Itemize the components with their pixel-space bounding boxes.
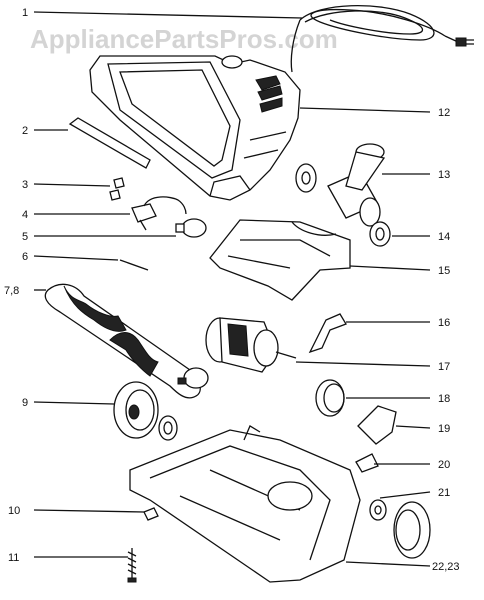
callout-11: 11 (8, 552, 19, 564)
callout-9: 9 (22, 397, 28, 409)
bumper-strip (68, 117, 151, 169)
brushroll (44, 283, 209, 399)
callout-18: 18 (438, 393, 450, 405)
pin-rod (119, 259, 149, 271)
callout-1: 1 (22, 7, 28, 19)
top-hood (89, 55, 301, 201)
callout-15: 15 (438, 265, 450, 277)
callout-16: 16 (438, 317, 450, 329)
callout-12: 12 (438, 107, 450, 119)
switch-assembly (131, 196, 187, 231)
small-fastener (143, 507, 159, 521)
rear-wheel (393, 501, 431, 559)
nozzle-connector (295, 143, 391, 247)
callout-labels: 1 2 3 4 5 6 7,8 9 10 11 12 13 14 15 16 1… (4, 7, 460, 573)
callout-7-8: 7,8 (4, 285, 19, 297)
washer (369, 499, 387, 521)
callout-14: 14 (438, 231, 450, 243)
callout-6: 6 (22, 251, 28, 263)
watermark-text: AppliancePartsPros.com (30, 24, 338, 54)
motor (205, 317, 297, 373)
power-cord (290, 4, 474, 73)
large-wheel (113, 381, 178, 441)
base-plate (209, 219, 351, 301)
clips (109, 177, 125, 201)
callout-10: 10 (8, 505, 20, 517)
drive-ring (315, 379, 345, 417)
callout-4: 4 (22, 209, 28, 221)
callout-2: 2 (22, 125, 28, 137)
callout-21: 21 (438, 487, 450, 499)
lower-housing (129, 425, 361, 583)
callout-5: 5 (22, 231, 28, 243)
callout-13: 13 (438, 169, 450, 181)
leader-lines (33, 11, 431, 567)
latch (357, 405, 397, 445)
small-plate (355, 453, 379, 473)
callout-17: 17 (438, 361, 450, 373)
light-bulb (175, 218, 207, 238)
callout-20: 20 (438, 459, 450, 471)
bracket (308, 313, 347, 354)
callout-22-23: 22,23 (432, 561, 460, 573)
callout-19: 19 (438, 423, 450, 435)
callout-3: 3 (22, 179, 28, 191)
screw (127, 548, 137, 583)
